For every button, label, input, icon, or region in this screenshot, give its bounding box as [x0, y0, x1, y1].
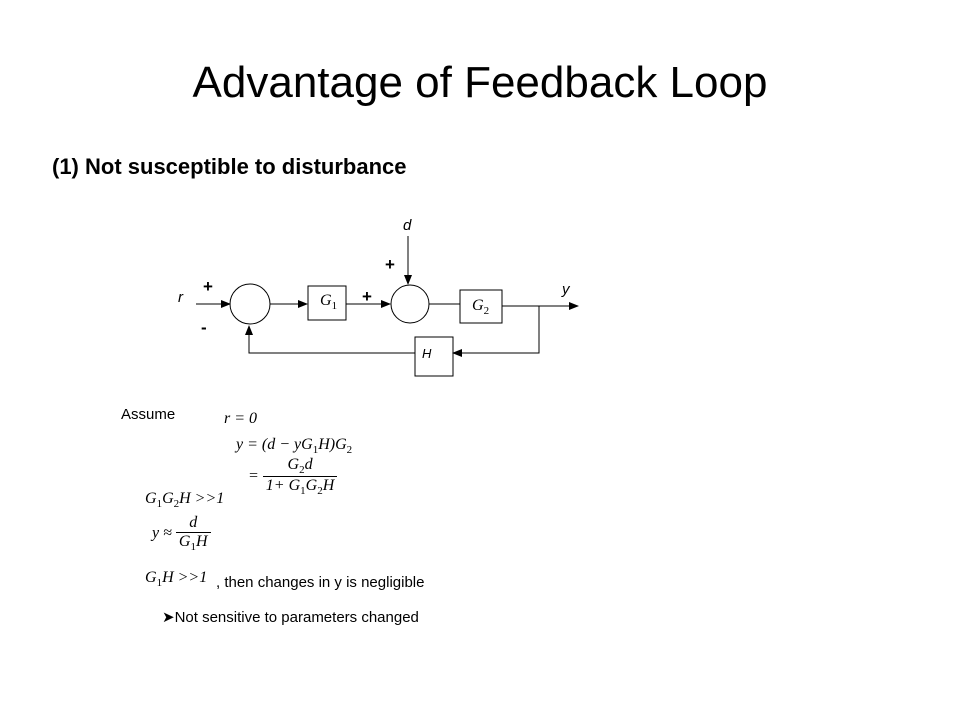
sign-d-plus: + [385, 255, 395, 274]
feedback-path-right [452, 306, 540, 357]
conclusion-bullet: ➤Not sensitive to parameters changed [162, 608, 419, 626]
slide-subtitle: (1) Not susceptible to disturbance [52, 154, 407, 179]
equation-approximation: y ≈ d G1H [152, 514, 211, 553]
slide-title: Advantage of Feedback Loop [192, 58, 768, 107]
g1-block [307, 285, 347, 321]
sign-g1-plus: + [362, 287, 372, 306]
sign-r-plus: + [203, 277, 213, 296]
feedback-path-left [245, 325, 415, 354]
conclusion-text: Not sensitive to parameters changed [174, 609, 419, 626]
equation-closed-form: = G2d 1+ G1G2H [248, 456, 338, 497]
summing-junction-1 [229, 283, 271, 325]
equation-r-zero: r = 0 [224, 410, 258, 427]
disturbance-d-label: d [403, 217, 412, 234]
sign-feedback-minus: - [201, 318, 207, 337]
input-r-label: r [178, 289, 183, 306]
arrow-bullet-icon: ➤ [162, 609, 175, 626]
assume-label: Assume [121, 406, 176, 423]
g1-block-label: G1 [320, 292, 338, 313]
condition-loop-gain: G1G2H >>1 [145, 490, 225, 511]
h-block [414, 336, 454, 377]
negligible-note: , then changes in y is negligible [216, 574, 425, 591]
summing-junction-2 [390, 284, 430, 324]
g2-block-label: G2 [472, 297, 490, 318]
equation-y: y = (d − yG1H)G2 [236, 436, 353, 457]
condition-g1h: G1H >>1 [145, 569, 208, 590]
h-block-label: H [422, 346, 432, 361]
output-y-label: y [562, 281, 570, 298]
